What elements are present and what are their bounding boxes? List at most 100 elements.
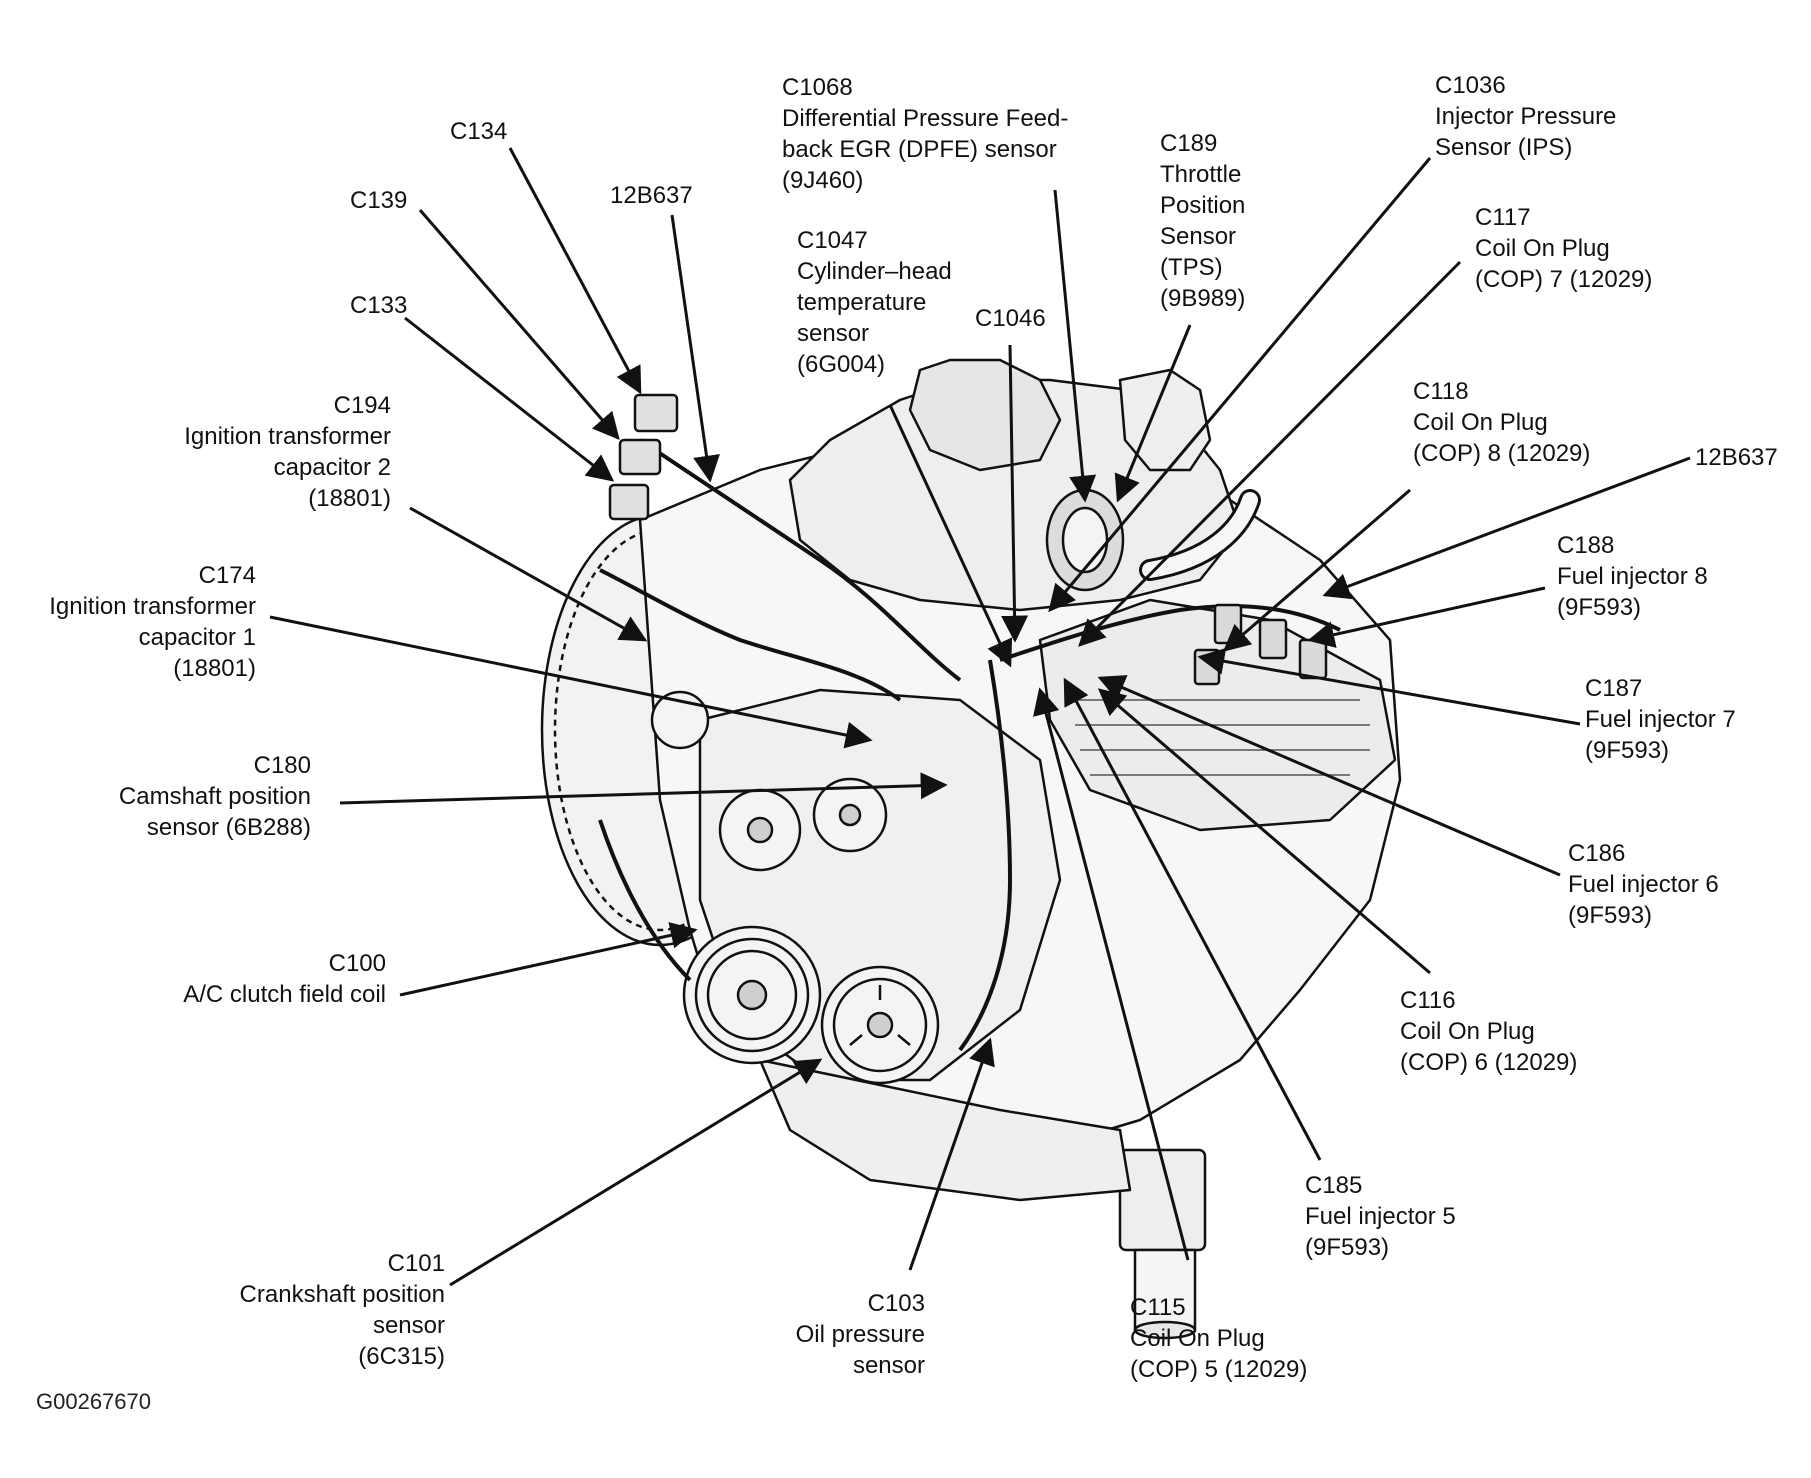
callout-c180-line-1: C180	[253, 752, 311, 779]
engine-illustration	[540, 358, 1402, 1340]
callout-c185-line-3: (9F593)	[1305, 1234, 1390, 1261]
callout-c189-line-4: Sensor	[1160, 223, 1237, 250]
callout-c1068-line-3: back EGR (DPFE) sensor	[782, 136, 1057, 163]
callout-c194-line-4: (18801)	[308, 485, 391, 512]
callout-c101: C101 Crankshaft position sensor (6C315)	[240, 1248, 445, 1372]
leader-c133	[404, 316, 615, 482]
callout-c189-line-5: (TPS)	[1160, 254, 1223, 281]
leader-c139	[418, 209, 620, 441]
callout-c100: C100 A/C clutch field coil	[183, 948, 386, 1010]
idler-pulley-2-hub	[838, 803, 862, 827]
leader-c115	[1033, 687, 1190, 1261]
callout-c1047-line-2: Cylinder–head	[797, 258, 952, 285]
callout-c118-line-2: Coil On Plug	[1413, 409, 1548, 436]
callout-c194-line-2: Ignition transformer	[184, 423, 391, 450]
callout-c187-line-2: Fuel injector 7	[1585, 706, 1736, 733]
callout-c185: C185 Fuel injector 5 (9F593)	[1305, 1170, 1456, 1263]
figure-id: G00267670	[36, 1389, 151, 1414]
callout-c1068-line-2: Differential Pressure Feed-	[782, 105, 1069, 132]
callout-c174-line-2: Ignition transformer	[49, 593, 256, 620]
callout-c185-line-1: C185	[1305, 1172, 1363, 1199]
callout-c1047-line-5: (6G004)	[797, 351, 886, 378]
callout-c117-line-3: (COP) 7 (12029)	[1475, 266, 1653, 293]
callout-c118-line-1: C118	[1413, 378, 1469, 405]
callout-c1068: C1068 Differential Pressure Feed- back E…	[782, 72, 1068, 196]
callout-c1047-line-3: temperature	[797, 289, 927, 316]
callout-c1068-line-1: C1068	[782, 74, 853, 101]
callout-c1036-line-2: Injector Pressure	[1435, 103, 1617, 130]
callout-c117-line-2: Coil On Plug	[1475, 235, 1610, 262]
idler-pulley-3	[650, 690, 710, 750]
top-connectors	[608, 393, 679, 521]
callout-12b637a-line-1: 12B637	[610, 182, 693, 209]
callout-c174-line-1: C174	[198, 562, 256, 589]
callout-c186-line-1: C186	[1568, 840, 1626, 867]
callout-c187-line-1: C187	[1585, 675, 1643, 702]
callout-c194: C194 Ignition transformer capacitor 2 (1…	[184, 390, 391, 514]
callout-c115-line-3: (COP) 5 (12029)	[1130, 1356, 1308, 1383]
leader-c1046	[1001, 344, 1029, 643]
callout-c116-line-3: (COP) 6 (12029)	[1400, 1049, 1578, 1076]
coolant-hose-core	[1142, 492, 1258, 578]
callout-c116: C116 Coil On Plug (COP) 6 (12029)	[1400, 985, 1577, 1078]
callout-c103: C103 Oil pressure sensor	[796, 1288, 925, 1381]
callout-c189-line-1: C189	[1160, 130, 1218, 157]
leader-c1047	[888, 404, 1013, 668]
callout-c139: C139	[350, 185, 407, 216]
callout-c115-line-1: C115	[1130, 1294, 1186, 1321]
callout-c139-line-1: C139	[350, 187, 408, 214]
callout-c186-line-3: (9F593)	[1568, 902, 1653, 929]
leader-12b637b	[1322, 456, 1691, 600]
callout-c1068-line-4: (9J460)	[782, 167, 864, 194]
leader-c174	[269, 615, 873, 749]
callout-c103-line-2: Oil pressure	[795, 1321, 925, 1348]
callout-c118: C118 Coil On Plug (COP) 8 (12029)	[1413, 376, 1590, 469]
callout-c189-line-2: Throttle	[1160, 161, 1242, 188]
ac-pulley	[682, 925, 822, 1065]
leader-c117	[1078, 260, 1462, 647]
leader-c1068	[1053, 189, 1097, 503]
leader-c101	[449, 1058, 823, 1287]
leader-c187	[1197, 647, 1581, 726]
callout-c100-line-1: C100	[328, 950, 386, 977]
leader-c194	[409, 506, 648, 642]
oil-pan	[758, 1058, 1132, 1202]
callout-c1047-line-1: C1047	[797, 227, 868, 254]
leader-c134	[508, 147, 642, 395]
callout-c180-line-3: sensor (6B288)	[146, 814, 311, 841]
callout-c1046: C1046	[975, 303, 1046, 334]
callout-c103-line-1: C103	[867, 1290, 925, 1317]
callout-c117: C117 Coil On Plug (COP) 7 (12029)	[1475, 202, 1652, 295]
callout-c1036-line-3: Sensor (IPS)	[1435, 134, 1573, 161]
callout-c174-line-4: (18801)	[173, 655, 256, 682]
leader-c1036	[1048, 157, 1432, 613]
callout-c101-line-3: sensor	[372, 1312, 445, 1339]
callout-c188-line-2: Fuel injector 8	[1557, 563, 1708, 590]
callout-c101-line-2: Crankshaft position	[239, 1281, 445, 1308]
callout-c1046-line-1: C1046	[975, 305, 1046, 332]
callout-c180-line-2: Camshaft position	[118, 783, 311, 810]
callout-c134-line-1: C134	[450, 118, 508, 145]
leader-lines	[269, 147, 1691, 1287]
callout-c118-line-3: (COP) 8 (12029)	[1413, 440, 1591, 467]
callout-c194-line-1: C194	[333, 392, 391, 419]
leader-c116	[1097, 688, 1431, 975]
oil-filter	[1118, 1148, 1207, 1340]
callout-c174-line-3: capacitor 1	[138, 624, 256, 651]
leader-c185	[1063, 677, 1322, 1161]
callout-c189-line-6: (9B989)	[1160, 285, 1246, 312]
callout-12b637b: 12B637	[1695, 442, 1778, 473]
leader-c118	[1222, 488, 1411, 652]
callout-c188: C188 Fuel injector 8 (9F593)	[1557, 530, 1708, 623]
leader-c180	[339, 772, 948, 805]
callout-c188-line-3: (9F593)	[1557, 594, 1642, 621]
callout-c101-line-4: (6C315)	[358, 1343, 445, 1370]
callout-c187: C187 Fuel injector 7 (9F593)	[1585, 673, 1736, 766]
callout-c134: C134	[450, 116, 507, 147]
callout-12b637b-line-1: 12B637	[1695, 444, 1778, 471]
callout-c1036-line-1: C1036	[1435, 72, 1506, 99]
leader-c100	[399, 922, 698, 997]
callout-c186-line-2: Fuel injector 6	[1568, 871, 1719, 898]
callout-c194-line-3: capacitor 2	[273, 454, 391, 481]
